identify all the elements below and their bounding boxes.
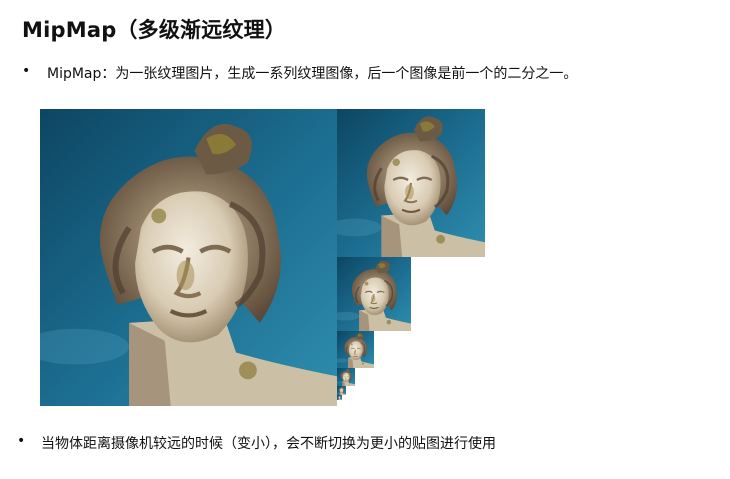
mipmap-level-0-image bbox=[22, 109, 337, 406]
mipmap-level-3-image bbox=[337, 331, 374, 368]
bullet-mipmap-definition: MipMap：为一张纹理图片，生成一系列纹理图像，后一个图像是前一个的二分之一。 bbox=[47, 66, 578, 82]
page-title: MipMap（多级渐远纹理） bbox=[22, 18, 287, 42]
bullet-marker: • bbox=[17, 433, 26, 449]
mipmap-level-1-image bbox=[337, 109, 485, 257]
mipmap-level-2-image bbox=[337, 257, 411, 331]
bullet-distance-switching: 当物体距离摄像机较远的时候（变小），会不断切换为更小的贴图进行使用 bbox=[41, 436, 496, 452]
mipmap-level-4-image bbox=[337, 368, 355, 386]
bullet-marker: • bbox=[22, 63, 31, 79]
mipmap-level-5-image bbox=[337, 386, 346, 395]
mipmap-level-6-image bbox=[337, 395, 342, 400]
